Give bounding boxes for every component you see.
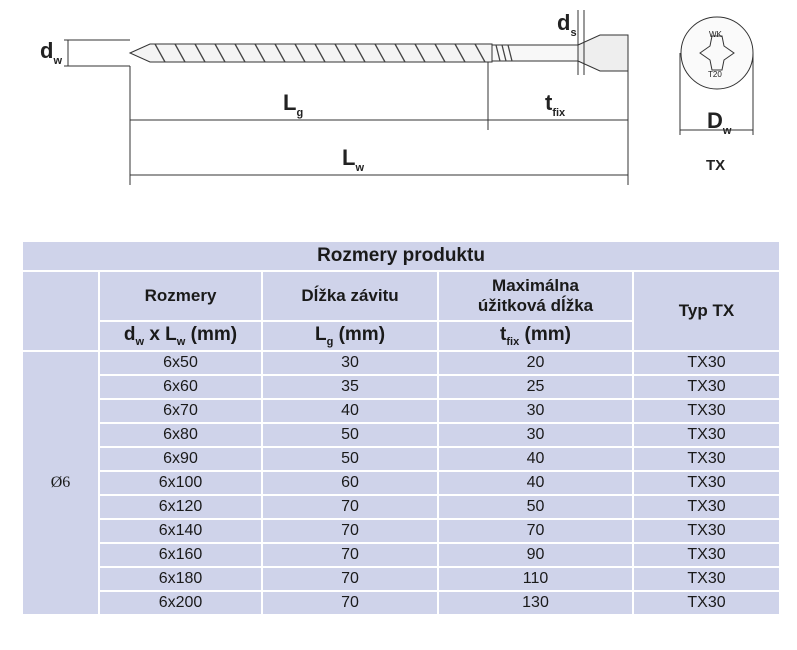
drive-type-label: TX: [706, 157, 725, 174]
unit-header-size: dw x Lw (mm): [98, 320, 263, 352]
size-cell: 6x100: [98, 470, 263, 496]
head-marking-top: WK: [709, 30, 723, 39]
thread-length-cell: 70: [261, 542, 439, 568]
thread-length-cell: 40: [261, 398, 439, 424]
max-length-cell: 40: [437, 446, 634, 472]
tx-type-cell: TX30: [631, 446, 782, 472]
max-length-cell: 20: [437, 350, 634, 376]
head-diameter-label: Dw: [707, 108, 732, 137]
max-length-cell: 30: [437, 398, 634, 424]
size-cell: 6x180: [98, 566, 263, 592]
thread-length-cell: 70: [261, 590, 439, 616]
tx-type-cell: TX30: [631, 350, 782, 376]
thread-length-cell: 50: [261, 446, 439, 472]
size-cell: 6x140: [98, 518, 263, 544]
column-header-thread-length: Dĺžka závitu: [261, 270, 439, 322]
size-cell: 6x120: [98, 494, 263, 520]
max-length-cell: 130: [437, 590, 634, 616]
tx-type-cell: TX30: [631, 542, 782, 568]
unit-header-thread-length: Lg (mm): [261, 320, 439, 352]
thread-length-cell: 70: [261, 518, 439, 544]
thread-length-cell: 70: [261, 566, 439, 592]
tx-type-cell: TX30: [631, 422, 782, 448]
tx-type-cell: TX30: [631, 590, 782, 616]
tx-type-cell: TX30: [631, 374, 782, 400]
column-header-tx-type: Typ TX: [631, 270, 782, 352]
max-length-cell: 70: [437, 518, 634, 544]
max-length-cell: 40: [437, 470, 634, 496]
lg-label: Lg: [283, 90, 303, 119]
tx-type-cell: TX30: [631, 518, 782, 544]
tfix-label: tfix: [545, 90, 566, 119]
size-cell: 6x70: [98, 398, 263, 424]
table-title: Rozmery produktu: [20, 240, 782, 272]
tx-type-cell: TX30: [631, 398, 782, 424]
size-cell: 6x60: [98, 374, 263, 400]
lw-label: Lw: [342, 145, 364, 174]
thread-length-cell: 70: [261, 494, 439, 520]
thread-length-cell: 30: [261, 350, 439, 376]
max-length-cell: 50: [437, 494, 634, 520]
unit-header-max-length: tfix (mm): [437, 320, 634, 352]
screw-technical-drawing: dw ds Lg tfix Lw WK T20 Dw TX: [40, 10, 754, 185]
thread-length-cell: 60: [261, 470, 439, 496]
head-marking-bottom: T20: [708, 70, 722, 79]
max-length-cell: 90: [437, 542, 634, 568]
size-cell: 6x50: [98, 350, 263, 376]
thread-length-cell: 50: [261, 422, 439, 448]
max-length-cell: 110: [437, 566, 634, 592]
tx-type-cell: TX30: [631, 470, 782, 496]
max-length-cell: 25: [437, 374, 634, 400]
size-cell: 6x90: [98, 446, 263, 472]
thread-length-cell: 35: [261, 374, 439, 400]
tx-type-cell: TX30: [631, 494, 782, 520]
max-length-cell: 30: [437, 422, 634, 448]
size-cell: 6x160: [98, 542, 263, 568]
dw-label: dw: [40, 38, 62, 67]
tx-type-cell: TX30: [631, 566, 782, 592]
size-cell: 6x200: [98, 590, 263, 616]
diameter-cell: Ø6: [21, 350, 100, 616]
diameter-header-blank: [21, 270, 100, 352]
ds-label: ds: [557, 10, 577, 39]
product-dimensions-table: Rozmery produktu Rozmery Dĺžka závitu Ma…: [20, 240, 782, 616]
size-cell: 6x80: [98, 422, 263, 448]
column-header-size: Rozmery: [98, 270, 263, 322]
